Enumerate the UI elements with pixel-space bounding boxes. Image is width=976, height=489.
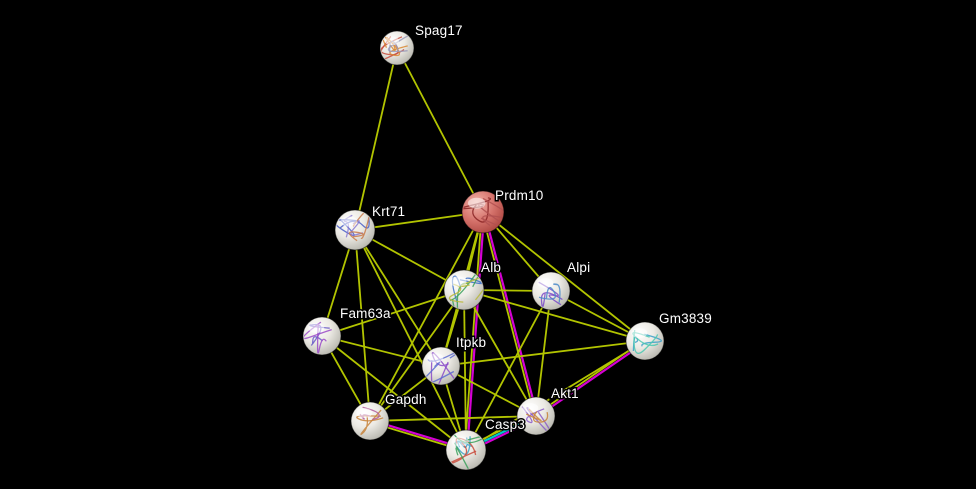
edge-prdm10-gapdh-textmining[interactable] — [369, 211, 484, 422]
sphere-highlight — [467, 197, 486, 209]
edge-alb-gapdh-textmining[interactable] — [369, 289, 465, 422]
sphere-highlight — [356, 408, 373, 418]
edge-prdm10-casp3-experiments[interactable] — [466, 212, 486, 451]
edge-krt71-itpkb-textmining[interactable] — [354, 229, 442, 367]
edges-layer — [321, 47, 647, 454]
node-label-krt71: Krt71 — [372, 204, 405, 219]
edge-alpi-casp3-textmining[interactable] — [465, 290, 552, 451]
sphere-highlight — [631, 328, 648, 338]
node-sphere-alpi[interactable] — [531, 271, 571, 311]
node-label-gapdh: Gapdh — [385, 392, 427, 407]
edge-prdm10-akt1-textmining[interactable] — [480, 212, 536, 417]
sphere-highlight — [427, 353, 444, 363]
node-sphere-gm3839[interactable] — [625, 321, 665, 361]
node-alb[interactable] — [443, 269, 488, 315]
edge-spag17-krt71-textmining[interactable] — [354, 47, 398, 231]
edge-alb-casp3-textmining[interactable] — [463, 289, 467, 451]
node-akt1[interactable] — [516, 396, 556, 436]
node-label-spag17: Spag17 — [415, 23, 463, 38]
edge-spag17-prdm10-textmining[interactable] — [396, 47, 484, 213]
node-sphere-krt71[interactable] — [334, 209, 376, 251]
node-label-alb: Alb — [481, 260, 501, 275]
node-fam63a[interactable] — [302, 316, 342, 356]
node-prdm10[interactable] — [461, 190, 509, 234]
edge-prdm10-casp3-textmining[interactable] — [463, 211, 483, 450]
node-label-alpi: Alpi — [567, 260, 590, 275]
sphere-highlight — [522, 403, 539, 413]
edge-alb-akt1-textmining[interactable] — [463, 289, 537, 417]
sphere-highlight — [451, 436, 469, 447]
node-casp3[interactable] — [445, 429, 487, 472]
sphere-highlight — [340, 216, 358, 227]
node-label-prdm10: Prdm10 — [495, 188, 543, 203]
edge-fam63a-casp3-textmining[interactable] — [321, 335, 467, 451]
edge-prdm10-akt1-experiments[interactable] — [483, 211, 539, 416]
nodes-layer — [302, 30, 665, 472]
edge-fam63a-itpkb-textmining[interactable] — [321, 335, 442, 367]
node-gm3839[interactable] — [625, 321, 665, 361]
sphere-highlight — [449, 276, 467, 287]
node-label-akt1: Akt1 — [551, 386, 579, 401]
node-itpkb[interactable] — [421, 346, 462, 389]
edge-gapdh-akt1-textmining[interactable] — [369, 415, 537, 422]
edge-gm3839-itpkb-textmining[interactable] — [440, 340, 646, 367]
node-label-itpkb: Itpkb — [456, 335, 486, 350]
node-label-casp3: Casp3 — [485, 417, 525, 432]
edge-krt71-prdm10-textmining[interactable] — [354, 211, 484, 231]
edge-krt71-gapdh-textmining[interactable] — [354, 229, 371, 422]
node-label-fam63a: Fam63a — [340, 306, 391, 321]
sphere-highlight — [308, 323, 325, 333]
node-spag17[interactable] — [378, 30, 415, 66]
edge-alb-fam63a-textmining[interactable] — [321, 289, 465, 337]
node-krt71[interactable] — [334, 209, 376, 251]
edge-krt71-casp3-textmining[interactable] — [354, 229, 467, 451]
node-label-gm3839: Gm3839 — [659, 311, 712, 326]
node-alpi[interactable] — [531, 271, 571, 311]
edge-gm3839-akt1-textmining[interactable] — [534, 339, 645, 416]
node-sphere-fam63a[interactable] — [302, 316, 342, 356]
edge-alb-gm3839-textmining[interactable] — [463, 289, 646, 342]
sphere-highlight — [384, 36, 400, 46]
sphere-highlight — [537, 278, 554, 288]
edge-gm3839-akt1-experiments[interactable] — [536, 341, 647, 418]
protein-structure-icon — [538, 281, 563, 308]
node-gapdh[interactable] — [350, 401, 390, 441]
